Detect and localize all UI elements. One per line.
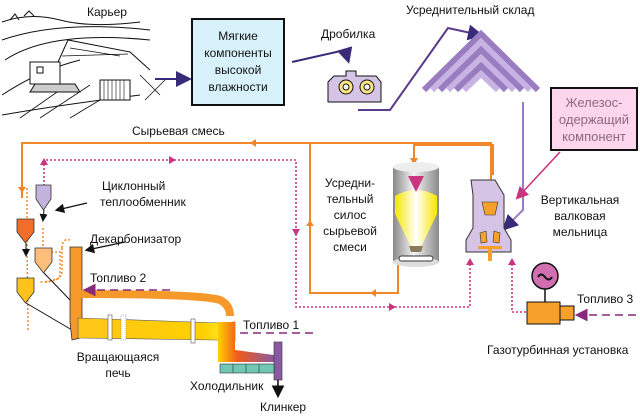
iron-component-label: Железос- одержащий компонент xyxy=(551,88,637,150)
gas-turbine-label: Газотурбинная установка xyxy=(487,343,629,357)
silo-line-4: сырьевой xyxy=(323,224,377,238)
mill-to-silo-line xyxy=(413,144,494,175)
mill-line-1: Вертикальная xyxy=(540,193,620,207)
precalciner-label-arrow xyxy=(84,241,126,254)
fuel3-label: Топливо 3 xyxy=(577,292,634,306)
soft-components-line-1: Мягкие xyxy=(218,29,258,43)
silo-line-1: Усредни- xyxy=(324,176,376,190)
turbine-exhaust-line xyxy=(511,262,530,313)
vertical-mill xyxy=(465,179,512,261)
cyclone-line-1: Циклонный xyxy=(102,179,166,193)
soft-components-line-2: компоненты xyxy=(204,46,272,60)
crusher-label: Дробилка xyxy=(321,27,376,41)
precalciner-label: Декарбонизатор xyxy=(90,232,182,246)
homogenizing-silo-label: Усредни- тельный силос сырьевой смеси xyxy=(318,175,382,255)
iron-component-box xyxy=(550,87,638,151)
soft-components-line-3: высокой xyxy=(214,63,262,77)
cyclone-line-2: теплообменник xyxy=(100,195,186,209)
vertical-mill-label: Вертикальная валковая мельница xyxy=(532,192,628,240)
iron-component-line-2: одержащий xyxy=(558,111,630,127)
fuel1-label: Топливо 1 xyxy=(243,318,300,332)
homogenizing-silo xyxy=(393,162,439,267)
iron-component-line-1: Железос- xyxy=(565,94,623,110)
clinker-label: Клинкер xyxy=(260,400,307,414)
silo-line-5: смеси xyxy=(333,240,367,254)
gas-turbine xyxy=(526,262,575,325)
rotary-kiln-label: Вращающаяся печь xyxy=(68,349,168,381)
blending-store-pile xyxy=(421,29,541,93)
kiln-line-2: печь xyxy=(105,366,131,380)
soft-components-box xyxy=(191,18,285,106)
mill-line-2: валковая xyxy=(554,209,606,223)
iron-component-line-3: компонент xyxy=(562,128,626,144)
silo-line-3: силос xyxy=(333,208,367,222)
store-to-mill-arrow xyxy=(502,102,524,231)
crusher-to-store-arrow xyxy=(358,24,484,111)
fuel2-label: Топливо 2 xyxy=(90,271,147,285)
quarry-label: Карьер xyxy=(87,5,127,19)
mill-line-3: мельница xyxy=(552,225,608,239)
soft-to-crusher-arrow xyxy=(291,46,353,64)
rotary-kiln xyxy=(77,314,236,344)
silo-to-preheater-line xyxy=(309,143,399,294)
soft-components-label: Мягкие компоненты высокой влажности xyxy=(192,19,284,105)
cooler-label: Холодильник xyxy=(190,379,264,393)
crusher xyxy=(327,70,382,103)
blending-store-label: Усреднительный склад xyxy=(406,3,535,17)
quarry-illustration xyxy=(1,10,166,119)
cyclone-preheater-label: Циклонный теплообменник xyxy=(100,178,186,210)
kiln-line-1: Вращающаяся xyxy=(76,350,160,364)
soft-components-line-4: влажности xyxy=(208,80,268,94)
preheater-tower xyxy=(16,184,73,331)
silo-line-2: тельный xyxy=(326,192,374,206)
iron-to-mill-arrow xyxy=(515,151,561,200)
cyclone-label-arrow xyxy=(54,202,88,214)
raw-mix-label: Сырьевая смесь xyxy=(132,124,225,138)
